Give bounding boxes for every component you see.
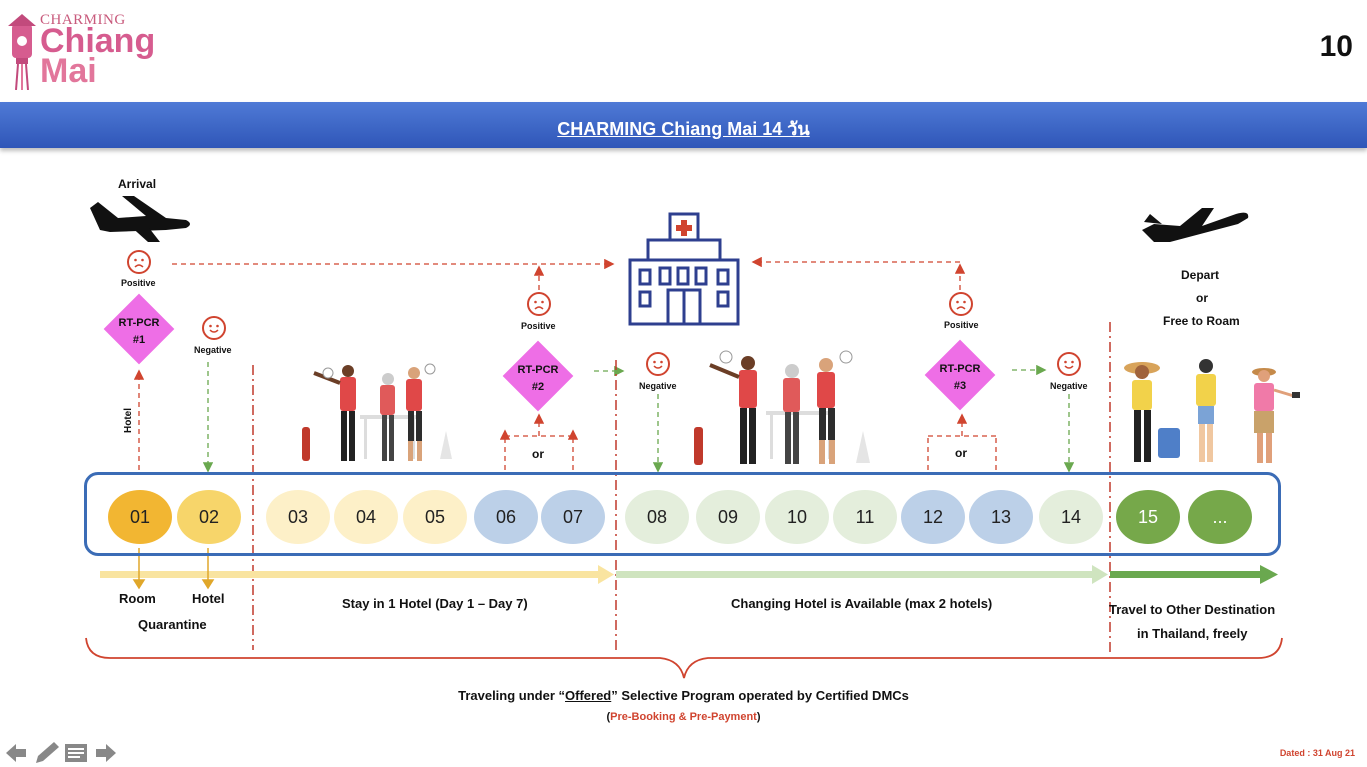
program-offered: Offered — [565, 688, 612, 703]
prebooking-text: Pre-Booking & Pre-Payment — [610, 711, 757, 723]
logo-title: Chiang Mai — [40, 24, 155, 88]
rt-pcr-1-diamond: RT-PCR #1 — [103, 293, 175, 365]
arrow-left-icon[interactable] — [4, 741, 28, 765]
day-circle-8: 08 — [625, 490, 689, 544]
rt-pcr-2-diamond: RT-PCR #2 — [502, 340, 574, 412]
logo-small-text: CHARMING — [40, 12, 126, 28]
day-circle-7: 07 — [541, 490, 605, 544]
negative-label: Negative — [1050, 381, 1088, 391]
changing-hotel-label: Changing Hotel is Available (max 2 hotel… — [731, 596, 993, 611]
day-circle-5: 05 — [403, 490, 467, 544]
lantern-icon — [8, 14, 36, 90]
depart-airplane-icon — [1142, 208, 1249, 242]
logo — [6, 10, 176, 90]
positive-label: Positive — [521, 321, 556, 331]
prebooking-close: ) — [756, 711, 761, 723]
prebooking-note: (Pre-Booking & Pre-Payment) — [0, 711, 1367, 723]
day-circle-2: 02 — [177, 490, 241, 544]
day-circle-15: 15 — [1116, 490, 1180, 544]
day-circle-16: ... — [1188, 490, 1252, 544]
banner-title: CHARMING Chiang Mai 14 วัน — [557, 119, 810, 139]
rt-pcr-1-line1: RT-PCR — [118, 317, 160, 329]
hospital-icon — [628, 212, 740, 326]
day-circle-14: 14 — [1039, 490, 1103, 544]
room-label: Room — [119, 591, 156, 606]
or-label: or — [955, 446, 967, 460]
title-banner: CHARMING Chiang Mai 14 วัน — [0, 102, 1367, 148]
sad-face-icon — [527, 292, 551, 316]
depart-label: Depart — [1181, 268, 1220, 282]
page-number: 10 — [1319, 30, 1353, 63]
sad-face-icon — [127, 250, 151, 274]
negative-label: Negative — [194, 345, 232, 355]
prebooking-open: ( — [606, 711, 611, 723]
day-circle-13: 13 — [969, 490, 1033, 544]
day-circle-3: 03 — [266, 490, 330, 544]
logo-mai: Mai — [40, 52, 97, 90]
rt-pcr-2-line2: #2 — [531, 381, 545, 393]
hotel-label: Hotel — [192, 591, 225, 606]
sad-face-icon — [949, 292, 973, 316]
stay-label: Stay in 1 Hotel (Day 1 – Day 7) — [342, 596, 528, 611]
tour-group-illustration — [302, 363, 452, 461]
pencil-icon[interactable] — [32, 741, 60, 765]
or-label: or — [1196, 291, 1208, 305]
timeline-box — [84, 472, 1281, 556]
dated-label: Dated : 31 Aug 21 — [1279, 748, 1355, 758]
travelers-illustration — [1124, 359, 1300, 463]
arrival-airplane-icon — [90, 196, 190, 242]
or-label: or — [532, 447, 544, 461]
rt-pcr-1-line2: #1 — [132, 334, 146, 346]
arrival-label: Arrival — [118, 177, 157, 191]
travel-label-line2: in Thailand, freely — [1137, 626, 1248, 641]
program-post: ” Selective Program operated by Certifie… — [611, 688, 909, 703]
day-circle-6: 06 — [474, 490, 538, 544]
slide-nav — [4, 741, 120, 765]
happy-face-icon — [646, 352, 670, 376]
positive-label: Positive — [944, 320, 979, 330]
day-circle-12: 12 — [901, 490, 965, 544]
logo-chiang: Chiang — [40, 22, 156, 60]
free-to-roam-label: Free to Roam — [1163, 314, 1240, 328]
rt-pcr-3-line1: RT-PCR — [939, 363, 981, 375]
travel-label-line1: Travel to Other Destination — [1109, 602, 1276, 617]
positive-label: Positive — [121, 278, 156, 288]
arrow-right-icon[interactable] — [94, 741, 118, 765]
happy-face-icon — [202, 316, 226, 340]
rt-pcr-3-line2: #3 — [953, 380, 967, 392]
rt-pcr-2-line1: RT-PCR — [517, 364, 559, 376]
happy-face-icon — [1057, 352, 1081, 376]
day-circle-1: 01 — [108, 490, 172, 544]
tour-group-illustration — [694, 350, 870, 465]
day-circle-11: 11 — [833, 490, 897, 544]
day-circle-4: 04 — [334, 490, 398, 544]
day-circle-10: 10 — [765, 490, 829, 544]
day-circle-9: 09 — [696, 490, 760, 544]
negative-label: Negative — [639, 381, 677, 391]
rt-pcr-3-diamond: RT-PCR #3 — [924, 339, 996, 411]
notes-icon[interactable] — [64, 741, 88, 765]
program-pre: Traveling under “ — [458, 688, 566, 703]
program-note: Traveling under “Offered” Selective Prog… — [0, 688, 1367, 703]
quarantine-label: Quarantine — [138, 617, 207, 632]
